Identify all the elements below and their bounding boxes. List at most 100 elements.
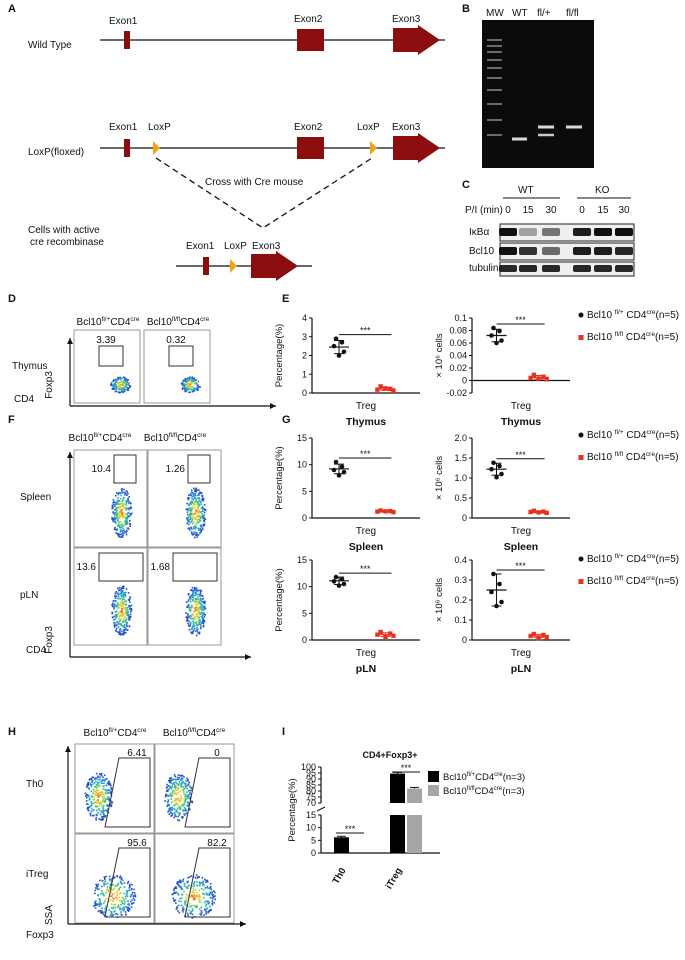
flow-event-dot	[200, 615, 203, 618]
flow-event-dot	[167, 810, 169, 813]
flow-event-dot	[102, 798, 105, 801]
flow-event-dot	[115, 532, 117, 534]
flow-event-dot	[185, 779, 188, 782]
flow-event-dot	[87, 794, 90, 797]
flow-event-dot	[93, 798, 95, 801]
flow-event-dot	[113, 887, 116, 889]
flow-event-dot	[172, 897, 175, 900]
flow-event-dot	[126, 625, 129, 628]
flow-event-dot	[111, 914, 114, 916]
bar-y-tick-label: 15	[306, 810, 316, 820]
flow-event-dot	[191, 613, 193, 616]
flow-event-dot	[125, 504, 127, 506]
flow-event-dot	[196, 630, 199, 633]
flow-event-dot	[90, 790, 93, 792]
flow-event-dot	[104, 880, 107, 883]
flow-event-dot	[115, 386, 118, 389]
flow-event-dot	[183, 388, 186, 390]
flow-event-dot	[124, 616, 126, 618]
flow-event-dot	[182, 906, 184, 909]
flow-event-dot	[202, 882, 204, 885]
flow-event-dot	[185, 812, 188, 815]
flow-event-dot	[125, 627, 127, 630]
flow-event-dot	[125, 501, 128, 504]
flow-event-dot	[197, 601, 199, 603]
flow-event-dot	[186, 387, 189, 390]
flow-event-dot	[118, 503, 121, 506]
flow-event-dot	[184, 799, 186, 802]
flow-event-dot	[203, 602, 205, 604]
flow-event-dot	[174, 788, 177, 791]
flow-event-dot	[199, 511, 202, 513]
flow-x-arrowhead	[245, 654, 251, 660]
flow-event-dot	[113, 501, 115, 503]
flow-event-dot	[191, 913, 194, 916]
flow-event-dot	[116, 607, 119, 609]
flow-event-dot	[204, 908, 206, 910]
panel-label-g: G	[282, 414, 291, 426]
flow-event-dot	[182, 781, 184, 784]
flow-event-dot	[119, 886, 122, 889]
flow-event-dot	[175, 815, 178, 818]
flow-event-dot	[122, 534, 124, 537]
flow-event-dot	[175, 902, 177, 904]
flow-gate	[187, 454, 211, 484]
flow-event-dot	[190, 491, 193, 494]
flow-event-dot	[120, 882, 123, 885]
flow-event-dot	[186, 784, 189, 787]
flow-event-dot	[133, 899, 136, 901]
flow-event-dot	[100, 780, 102, 783]
flow-event-dot	[123, 382, 125, 384]
flow-event-dot	[191, 495, 194, 498]
flow-event-dot	[170, 777, 173, 779]
flow-event-dot	[88, 787, 90, 789]
flow-event-dot	[96, 777, 99, 779]
flow-event-dot	[111, 616, 114, 619]
flow-event-dot	[126, 491, 129, 493]
flow-event-dot	[185, 612, 187, 614]
blot-band-ikba	[499, 228, 517, 236]
flow-event-dot	[119, 533, 122, 536]
flow-event-dot	[186, 522, 188, 525]
flow-event-dot	[196, 905, 198, 908]
flow-event-dot	[123, 902, 126, 904]
flow-event-dot	[196, 600, 198, 603]
flow-event-dot	[101, 818, 104, 820]
flow-event-dot	[191, 596, 194, 599]
flow-event-dot	[204, 878, 206, 881]
flow-event-dot	[178, 777, 181, 779]
flow-event-dot	[177, 797, 179, 800]
blot-band-bcl10	[499, 247, 517, 255]
flow-event-dot	[105, 789, 108, 792]
flow-event-dot	[128, 904, 131, 906]
flow-event-dot	[124, 381, 126, 384]
flow-event-dot	[174, 899, 177, 901]
flow-event-dot	[192, 591, 195, 593]
flow-event-dot	[190, 508, 193, 511]
flow-event-dot	[129, 606, 131, 608]
flow-event-dot	[178, 814, 181, 816]
flow-event-dot	[108, 789, 110, 791]
flow-event-dot	[196, 877, 199, 879]
flow-gate-value: 13.6	[77, 562, 97, 573]
flow-event-dot	[119, 908, 121, 911]
blot-band-ikba	[519, 228, 537, 236]
flow-event-dot	[190, 517, 192, 519]
flow-event-dot	[190, 382, 193, 385]
flow-event-dot	[176, 782, 178, 785]
flow-event-dot	[110, 384, 112, 386]
flow-event-dot	[186, 804, 189, 807]
flow-event-dot	[118, 391, 120, 394]
scatter-point	[331, 467, 337, 473]
flow-event-dot	[198, 622, 201, 625]
flow-event-dot	[206, 879, 209, 882]
flow-event-dot	[174, 815, 176, 817]
scatter-point	[536, 635, 541, 641]
gene-targeting-schematic: Wild Type Exon1 Exon2 Exon3 LoxP(floxed)…	[28, 14, 445, 281]
flow-event-dot	[195, 615, 198, 618]
flow-event-dot	[176, 811, 178, 813]
flow-event-dot	[192, 904, 194, 907]
flow-event-dot	[94, 901, 96, 903]
flow-event-dot	[131, 883, 133, 886]
scatter-point	[341, 581, 347, 587]
